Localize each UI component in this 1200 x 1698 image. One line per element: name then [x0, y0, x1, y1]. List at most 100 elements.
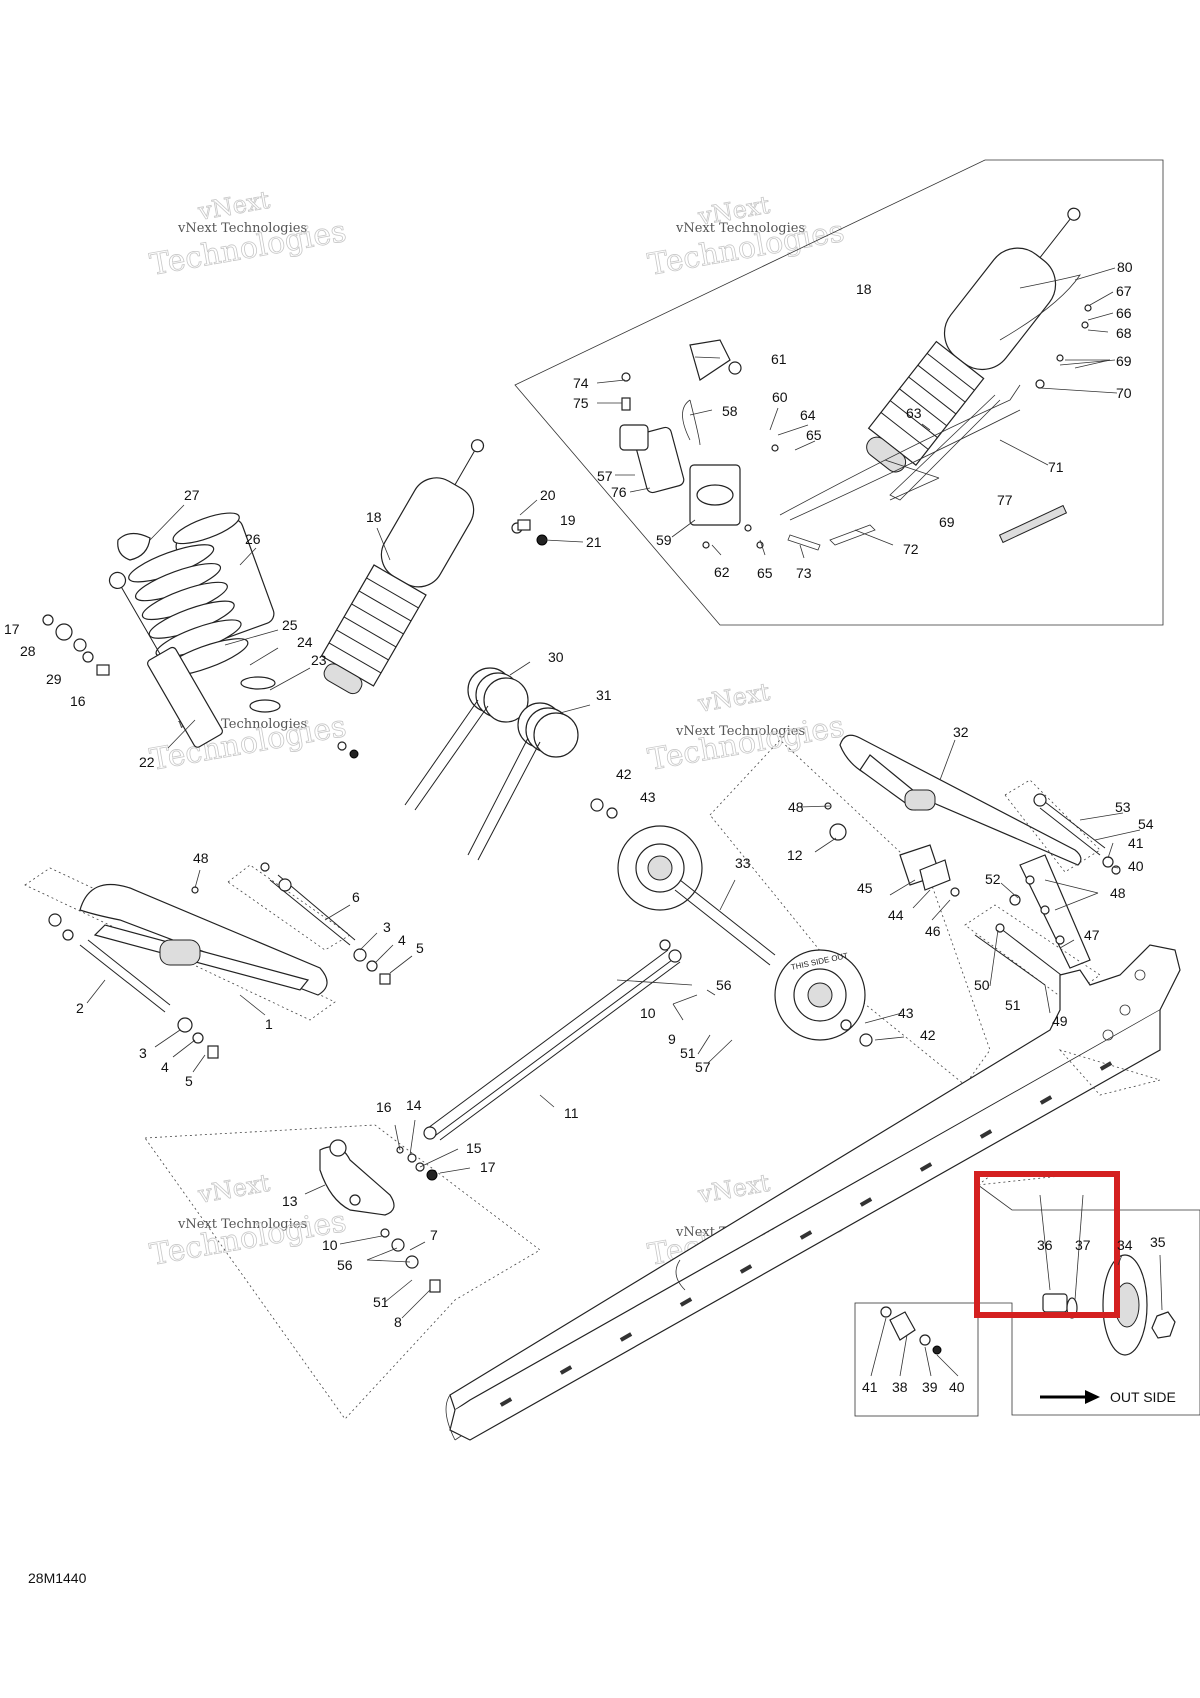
part-label-77: 75	[573, 395, 589, 411]
part-label-18b: 18	[856, 281, 872, 297]
part-label-42: 42	[616, 766, 632, 782]
part-label-64: 62	[714, 564, 730, 580]
watermark: Technologies	[147, 1204, 349, 1273]
part-label-6: 6	[352, 889, 360, 905]
part-label-12: 12	[787, 847, 803, 863]
part-label-23: 23	[311, 652, 327, 668]
part-label-14: 14	[406, 1097, 422, 1113]
part-label-48: 48	[788, 799, 804, 815]
part-label-50: 50	[974, 977, 990, 993]
watermark: vNext	[195, 1169, 272, 1209]
part-label-51: 51	[1005, 997, 1021, 1013]
watermark: vNext	[695, 678, 772, 718]
torsion-springs	[404, 667, 579, 861]
rear-arm-assembly	[824, 734, 1121, 1001]
part-label-74: 72	[903, 541, 919, 557]
part-label-35: 35	[1150, 1234, 1166, 1250]
part-label-51c: 51	[373, 1294, 389, 1310]
part-label-71: 69	[1116, 353, 1132, 369]
part-label-80: 77	[997, 492, 1013, 508]
hardware-inset	[854, 1302, 979, 1417]
part-label-58: 57	[695, 1059, 711, 1075]
part-label-65: 63	[906, 405, 922, 421]
part-label-3b: 3	[139, 1045, 147, 1061]
part-label-54: 54	[1138, 816, 1154, 832]
part-label-13: 13	[282, 1193, 298, 1209]
part-label-22: 22	[139, 754, 155, 770]
part-label-63: 61	[771, 351, 787, 367]
watermark: vNext Technologies	[675, 221, 805, 236]
part-label-1: 1	[265, 1016, 273, 1032]
part-label-67b: 65	[757, 565, 773, 581]
part-label-3: 3	[383, 919, 391, 935]
idler-pulley-assembly: THIS SIDE OUT	[590, 739, 991, 1086]
part-label-29: 29	[46, 671, 62, 687]
part-label-78: 80	[1117, 259, 1133, 275]
part-label-7: 7	[430, 1227, 438, 1243]
slide-rail	[445, 944, 1181, 1441]
upper-inset-panel	[514, 159, 1164, 626]
part-label-20: 20	[540, 487, 556, 503]
part-label-5b: 5	[185, 1073, 193, 1089]
part-label-40b: 40	[949, 1379, 965, 1395]
part-label-17: 17	[4, 621, 20, 637]
part-label-53: 53	[1115, 799, 1131, 815]
part-label-31: 31	[596, 687, 612, 703]
watermark: vNext	[695, 1169, 772, 1209]
part-label-21: 21	[586, 534, 602, 550]
part-label-19: 19	[560, 512, 576, 528]
part-label-25: 25	[282, 617, 298, 633]
part-label-41: 41	[1128, 835, 1144, 851]
part-label-52: 52	[985, 871, 1001, 887]
part-label-27: 27	[184, 487, 200, 503]
part-label-32: 32	[953, 724, 969, 740]
part-label-70: 68	[1116, 325, 1132, 341]
part-label-37: 37	[1075, 1237, 1091, 1253]
part-label-60: 58	[722, 403, 738, 419]
part-label-34: 34	[1117, 1237, 1133, 1253]
front-arm-assembly	[24, 862, 391, 1059]
part-label-41b: 41	[862, 1379, 878, 1395]
part-label-66: 64	[800, 407, 816, 423]
part-label-39: 39	[922, 1379, 938, 1395]
part-label-62: 60	[772, 389, 788, 405]
watermarks: vNext vNext Technologies Technologies vN…	[147, 185, 847, 1273]
part-label-79: 76	[611, 484, 627, 500]
part-label-46: 46	[925, 923, 941, 939]
part-label-16: 16	[70, 693, 86, 709]
part-label-4: 4	[398, 932, 406, 948]
part-label-16b: 16	[376, 1099, 392, 1115]
part-label-73: 71	[1048, 459, 1064, 475]
part-label-44: 44	[888, 907, 904, 923]
part-label-2: 2	[76, 1000, 84, 1016]
part-label-5: 5	[416, 940, 424, 956]
part-label-48b: 48	[1110, 885, 1126, 901]
part-label-10b: 10	[322, 1237, 338, 1253]
part-label-33: 33	[735, 855, 751, 871]
out-side-inset: OUT SIDE	[976, 1175, 1200, 1416]
long-arm	[423, 939, 682, 1141]
part-label-42b: 42	[920, 1027, 936, 1043]
part-label-8: 8	[394, 1314, 402, 1330]
part-label-15: 15	[466, 1140, 482, 1156]
part-label-9: 9	[668, 1031, 676, 1047]
part-label-17b: 17	[480, 1159, 496, 1175]
part-label-51b: 51	[680, 1045, 696, 1061]
part-label-56: 56	[337, 1257, 353, 1273]
part-label-30: 30	[548, 649, 564, 665]
part-label-40: 40	[1128, 858, 1144, 874]
part-label-76: 74	[573, 375, 589, 391]
part-label-11: 11	[564, 1105, 579, 1121]
diagram-code: 28M1440	[28, 1570, 87, 1586]
part-label-36: 36	[1037, 1237, 1053, 1253]
part-label-26: 26	[245, 531, 261, 547]
part-label-18: 18	[366, 509, 382, 525]
part-labels: 27 26 25 24 23 22 17 28 29 16 18 20 19 2…	[4, 259, 1166, 1395]
part-label-67: 65	[806, 427, 822, 443]
part-label-68: 66	[1116, 305, 1132, 321]
out-side-label: OUT SIDE	[1110, 1389, 1176, 1405]
leader-lines	[86, 267, 1163, 1377]
part-label-61: 59	[656, 532, 672, 548]
part-label-75: 73	[796, 565, 812, 581]
part-label-48c: 48	[193, 850, 209, 866]
